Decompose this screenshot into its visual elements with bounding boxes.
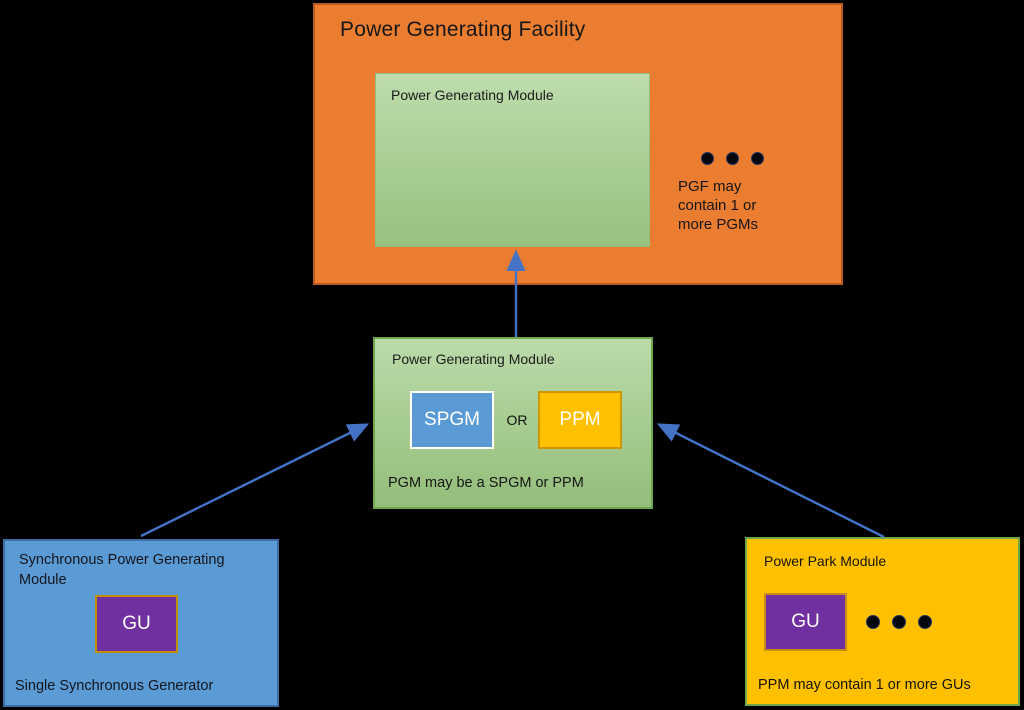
pgm-note: PGM may be a SPGM or PPM [388,475,584,491]
pgf-title: Power Generating Facility [340,18,586,41]
ellipsis-dot-icon [918,615,932,629]
ellipsis-dot-icon [892,615,906,629]
spgm-title: Synchronous Power Generating Module [19,552,225,588]
spgm-gu-chip: GU [95,595,178,653]
or-label: OR [506,412,528,428]
ellipsis-dot-icon [866,615,880,629]
pgm-label: Power Generating Module [392,351,555,367]
ppm-chip: PPM [538,391,622,449]
ppm-note: PPM may contain 1 or more GUs [758,677,971,693]
spgm-note: Single Synchronous Generator [15,678,214,694]
pgf-note: PGF may contain 1 or more PGMs [678,178,759,233]
ellipsis-dot-icon [701,152,714,165]
arrow-spgm-to-pgm [140,423,370,538]
ppm-gu-chip: GU [764,593,847,651]
spgm-container: Synchronous Power Generating Module GU S… [3,539,279,707]
pgm-container: Power Generating Module SPGM OR PPM PGM … [373,337,653,509]
ellipsis-dot-icon [726,152,739,165]
arrow-ppm-to-pgm [656,423,885,539]
ellipsis-dot-icon [751,152,764,165]
pgf-ellipsis [701,152,764,165]
pgf-container: Power Generating Facility Power Generati… [313,3,843,285]
ppm-ellipsis [866,615,932,629]
pgf-inner-pgm-box: Power Generating Module [375,73,650,247]
ppm-container: Power Park Module GU PPM may contain 1 o… [745,537,1020,706]
spgm-chip: SPGM [410,391,494,449]
pgf-inner-pgm-label: Power Generating Module [391,87,554,103]
ppm-title: Power Park Module [764,553,887,569]
